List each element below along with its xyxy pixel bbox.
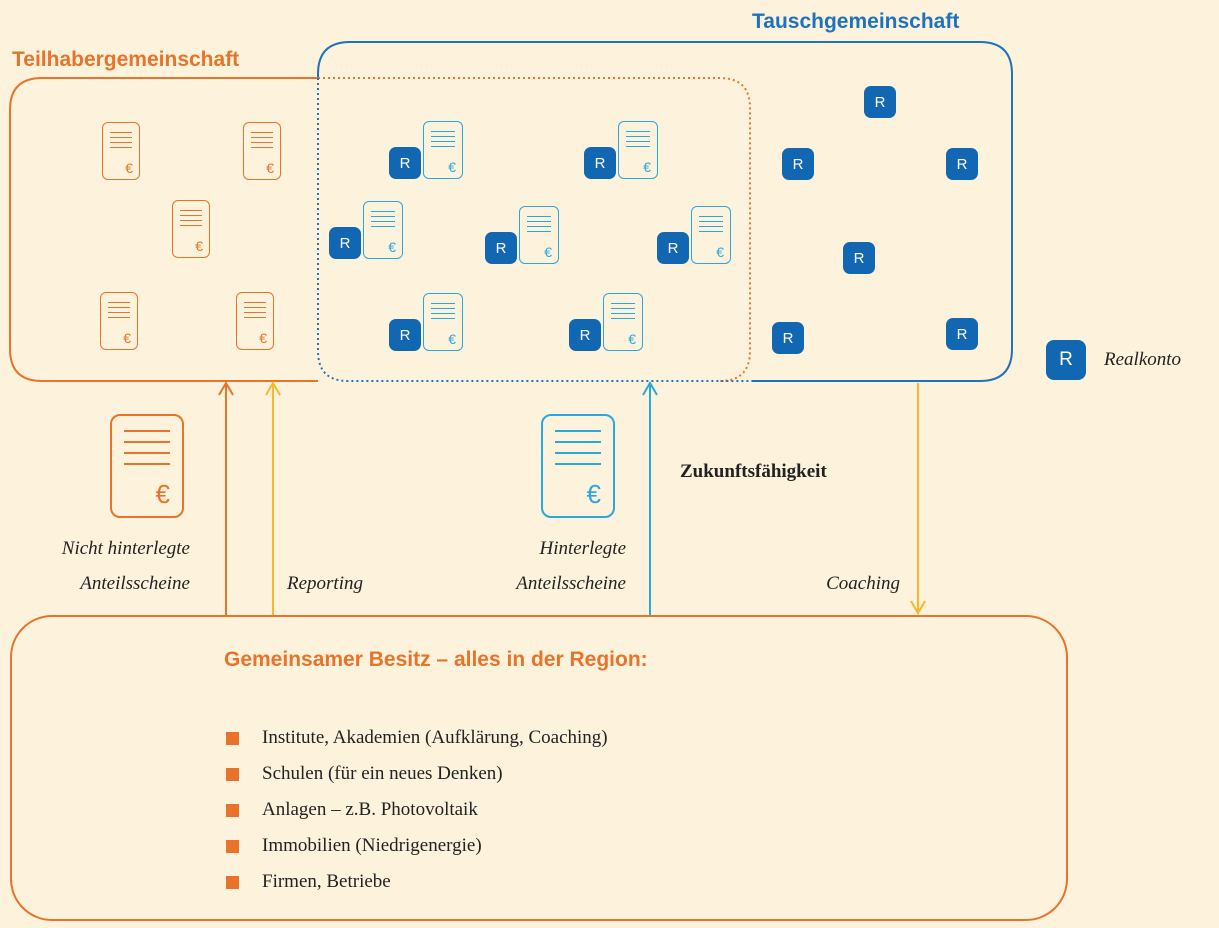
realkonto-icon: R [772,322,804,354]
label-zukunftsfaehigkeit: Zukunftsfähigkeit [680,461,827,482]
realkonto-icon: R [329,227,361,259]
label-hinterlegte-2: Anteilsscheine [516,573,626,594]
bullet-square-icon [226,731,239,745]
list-item: Schulen (für ein neues Denken) [226,756,608,792]
deposited-share-document-icon: € [423,121,463,179]
share-document-icon: € [100,292,138,350]
list-item: Anlagen – z.B. Photovoltaik [226,792,608,828]
tausch-box [317,41,1013,382]
deposited-share-document-icon: € [423,293,463,351]
label-nicht-hinterlegte-2: Anteilsscheine [80,573,190,594]
deposited-share-large-icon: € [541,414,615,518]
overlap-blue-dotted [317,78,752,382]
deposited-share-document-icon: € [603,293,643,351]
realkonto-icon: R [389,319,421,351]
label-nicht-hinterlegte: Nicht hinterlegte [61,538,190,559]
realkonto-icon: R [946,148,978,180]
bullet-square-icon [226,767,239,781]
label-coaching: Coaching [826,573,900,594]
deposited-share-document-icon: € [363,201,403,259]
share-document-icon: € [102,122,140,180]
realkonto-icon: R [569,319,601,351]
label-reporting: Reporting [287,573,363,594]
common-property-box [10,615,1068,921]
legend-realkonto-icon: R [1046,340,1086,380]
common-property-list: Institute, Akademien (Aufklärung, Coachi… [226,720,608,900]
teilhaber-title: Teilhabergemeinschaft [12,48,240,71]
realkonto-icon: R [584,147,616,179]
list-item: Immobilien (Niedrigenergie) [226,828,608,864]
list-item: Firmen, Betriebe [226,864,608,900]
realkonto-icon: R [843,242,875,274]
tausch-title: Tauschgemeinschaft [752,10,960,33]
label-hinterlegte: Hinterlegte [539,538,626,559]
non-deposited-share-large-icon: € [110,414,184,518]
bullet-square-icon [226,875,239,889]
share-document-icon: € [236,292,274,350]
list-item: Institute, Akademien (Aufklärung, Coachi… [226,720,608,756]
realkonto-icon: R [389,147,421,179]
bullet-square-icon [226,803,239,817]
teilhaber-box [9,77,318,382]
realkonto-icon: R [946,318,978,350]
legend-realkonto-label: Realkonto [1104,349,1182,370]
bullet-square-icon [226,839,239,853]
realkonto-icon: R [864,86,896,118]
deposited-share-document-icon: € [618,121,658,179]
common-property-title: Gemeinsamer Besitz – alles in der Region… [224,648,648,671]
realkonto-icon: R [782,148,814,180]
deposited-share-document-icon: € [519,206,559,264]
deposited-share-document-icon: € [691,206,731,264]
share-document-icon: € [172,200,210,258]
realkonto-icon: R [657,232,689,264]
share-document-icon: € [243,122,281,180]
realkonto-icon: R [485,232,517,264]
overlap-orange-dotted [318,77,751,382]
